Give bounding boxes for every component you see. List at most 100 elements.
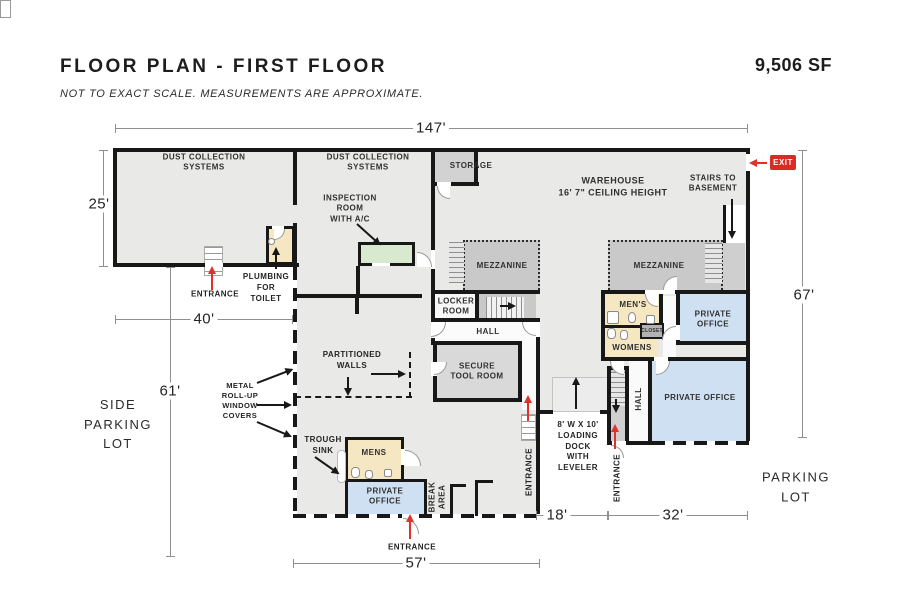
toilet-icon — [607, 328, 616, 339]
toilet-icon — [628, 312, 636, 323]
wall — [536, 414, 540, 518]
exit-door-leaf-icon — [0, 0, 11, 18]
room-label-mens-lower: MENS — [361, 447, 387, 457]
room-label-inspection: INSPECTION ROOM WITH A/C — [323, 193, 377, 224]
exit-door-opening — [746, 154, 750, 171]
room-label-hall-lower: HALL — [633, 387, 643, 411]
room-label-hall-upper: HALL — [476, 326, 500, 336]
entrance-label-bottom: ENTRANCE — [387, 542, 437, 552]
partition-arrow-icon — [371, 369, 406, 378]
entrance-arrow-icon — [409, 516, 411, 539]
room-label-mens-upper: MEN'S — [619, 299, 647, 309]
stairs-icon — [723, 243, 745, 294]
metal-rollup-note: METAL ROLL-UP WINDOW COVERS — [221, 380, 259, 421]
door-opening — [612, 441, 626, 445]
stairs-direction-arrow-icon — [615, 399, 617, 411]
rollup-arrow-icon — [256, 421, 291, 437]
dimension-label: 40' — [190, 310, 218, 328]
trough-sink-note: TROUGH SINK — [304, 435, 342, 455]
door-opening — [372, 263, 390, 266]
dimension-label: 147' — [413, 119, 449, 137]
door-opening — [401, 449, 405, 465]
floor-left-arm — [115, 150, 295, 265]
toilet-icon — [620, 330, 628, 340]
partition-wall-dashed — [409, 352, 411, 398]
stairs-icon — [449, 242, 464, 283]
wall — [433, 290, 540, 294]
room-label-mezzanine-left: MEZZANINE — [476, 260, 528, 270]
partitioned-walls-note: PARTITIONED WALLS — [322, 350, 382, 370]
page-title: FLOOR PLAN - FIRST FLOOR — [60, 56, 388, 77]
wall — [293, 223, 297, 267]
floor-corridor-mid — [522, 343, 536, 410]
wall — [356, 266, 360, 294]
wall — [676, 294, 680, 345]
wall — [746, 148, 750, 445]
toilet-icon — [351, 467, 360, 478]
locker-room — [433, 294, 477, 322]
wall — [431, 148, 435, 345]
partition-wall — [450, 484, 466, 487]
stairs-icon — [486, 297, 524, 319]
dimension-label: 18' — [543, 506, 571, 524]
entrance-label-mid: ENTRANCE — [524, 447, 534, 497]
partition-wall — [475, 480, 478, 516]
total-area-label: 9,506 SF — [755, 55, 833, 75]
entrance-arrow-icon — [211, 268, 213, 290]
dimension-line-61 — [166, 267, 175, 557]
wall — [659, 294, 663, 325]
door-arc-icon — [662, 326, 676, 340]
dimension-label: 67' — [790, 286, 818, 304]
floor-hall-lower — [629, 361, 648, 441]
room-label-locker: LOCKER ROOM — [437, 296, 475, 316]
plumbing-note: PLUMBING FOR TOILET — [242, 271, 290, 303]
shower-icon — [607, 311, 619, 324]
storage-room — [433, 150, 477, 185]
partition-arrow-icon — [347, 377, 349, 394]
wall — [355, 298, 359, 314]
sink-icon — [268, 238, 275, 245]
room-label-private-office-upper: PRIVATE OFFICE — [694, 309, 732, 329]
toilet-icon — [365, 470, 373, 479]
wall — [293, 148, 297, 205]
floor-hall-upper — [433, 320, 536, 343]
stairs-direction-arrow-icon — [500, 301, 516, 310]
wall — [433, 318, 480, 322]
wall — [648, 357, 652, 445]
secure-tool-room — [433, 341, 522, 402]
rollup-arrow-icon — [256, 368, 292, 384]
room-label-mezzanine-right: MEZZANINE — [633, 260, 685, 270]
room-label-stairs-basement: STAIRS TO BASEMENT — [688, 173, 738, 193]
stairs-icon — [610, 372, 626, 406]
wall — [295, 294, 422, 298]
door-opening — [431, 250, 435, 269]
door-opening — [437, 182, 451, 186]
wall — [475, 294, 479, 322]
plumbing-arrow-icon — [275, 249, 277, 269]
wall — [676, 341, 748, 345]
partition-wall — [475, 480, 493, 483]
rollup-window-wall — [293, 267, 297, 516]
dimension-label: 25' — [85, 195, 113, 213]
parking-lot-label: PARKING LOT — [761, 469, 831, 505]
entrance-arrow-icon — [614, 426, 616, 449]
wall — [601, 357, 662, 361]
room-label-secure-tool: SECURE TOOL ROOM — [450, 361, 504, 381]
wall — [474, 148, 478, 186]
rollup-window-wall — [652, 441, 750, 445]
private-office-upper — [680, 294, 746, 345]
scale-disclaimer: NOT TO EXACT SCALE. MEASUREMENTS ARE APP… — [60, 88, 424, 100]
dimension-label: 57' — [402, 554, 430, 572]
loading-dock-note: 8' W X 10' LOADING DOCK WITH LEVELER — [557, 420, 599, 473]
rollup-arrow-icon — [257, 400, 292, 409]
door-opening — [676, 325, 680, 340]
wall — [601, 325, 643, 328]
room-label-private-office-right: PRIVATE OFFICE — [664, 392, 736, 402]
floor-dust2 — [295, 150, 433, 296]
door-arc-icon — [663, 276, 677, 290]
loading-dock-pad — [552, 377, 608, 412]
door-opening — [645, 290, 675, 294]
wall — [607, 366, 611, 445]
partition-wall-dashed — [295, 396, 412, 398]
dimension-label: 61' — [156, 382, 184, 400]
